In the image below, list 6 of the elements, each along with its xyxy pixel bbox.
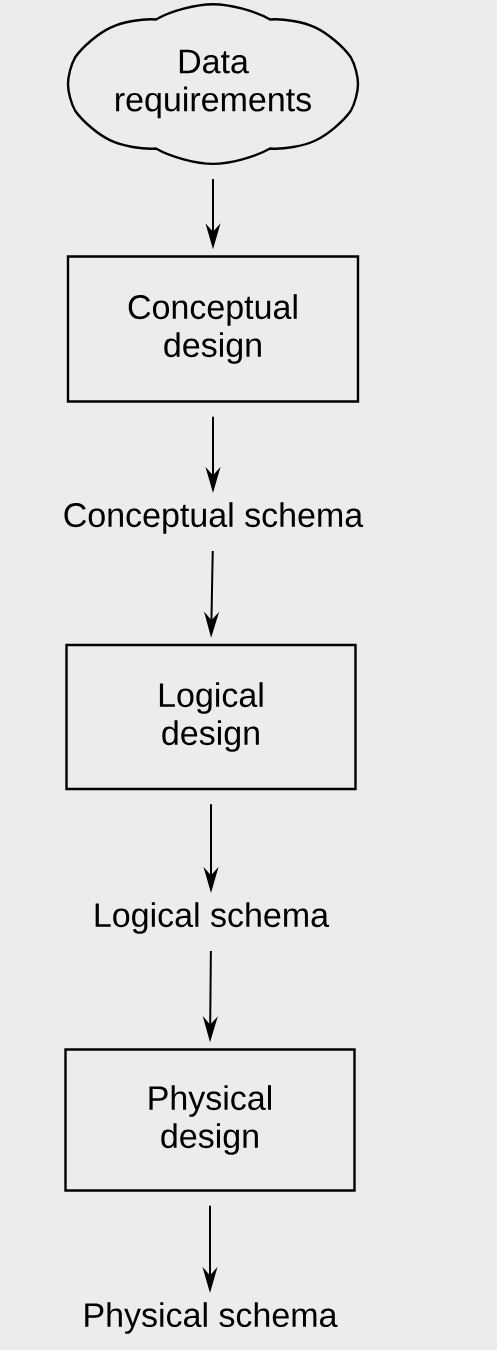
output-label: Logical schema	[95, 902, 330, 934]
process-box: Physical design	[64, 1048, 356, 1192]
process-box: Conceptual design	[66, 255, 360, 403]
output-label: Conceptual schema	[64, 502, 364, 534]
process-box: Logical design	[65, 643, 357, 791]
output-label: Physical schema	[85, 1302, 338, 1334]
